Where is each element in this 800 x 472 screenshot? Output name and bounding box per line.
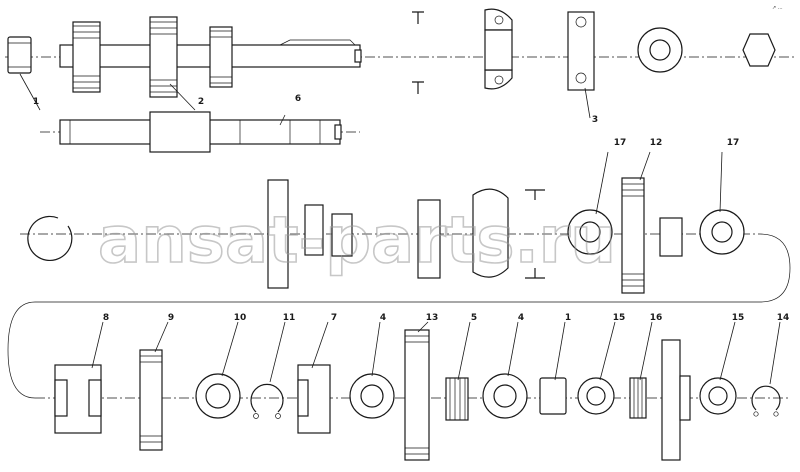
callout-9: 9: [168, 313, 174, 323]
callout-7: 7: [331, 313, 337, 323]
part-6-shaft: [59, 111, 342, 153]
callout-15-right: 15: [732, 313, 745, 323]
callout-8: 8: [103, 313, 109, 323]
part-10-washer: [195, 373, 241, 419]
corner-mark: ↗ ...: [772, 5, 783, 11]
callout-12: 12: [650, 138, 663, 148]
part-13-gear: [404, 329, 430, 461]
callout-4-left: 4: [380, 313, 386, 323]
callout-3: 3: [592, 115, 598, 125]
snap-ring-middle-left: [27, 215, 73, 261]
callout-numbers: 1 2 3 6 17 12 17 8 9 10 11 7 4 13 5 4 1 …: [33, 94, 789, 323]
callout-6: 6: [295, 94, 301, 104]
callout-11: 11: [283, 313, 296, 323]
middle-components: [267, 179, 545, 289]
bottom-gear-right: [661, 339, 691, 461]
callout-14: 14: [777, 313, 790, 323]
part-17-washer-right: [699, 209, 745, 255]
part-4-washer-right: [482, 373, 528, 419]
callout-17-left: 17: [614, 138, 627, 148]
part-15-washer-right: [699, 377, 737, 415]
part-15-washer-left: [577, 377, 615, 415]
callout-1-bottom: 1: [565, 313, 571, 323]
connector-arc-left: [7, 301, 36, 399]
washer-top-right: [637, 27, 683, 73]
part-14-snap-ring: [751, 385, 781, 417]
part-7-coupling: [297, 364, 331, 434]
callout-13: 13: [426, 313, 439, 323]
callout-16: 16: [650, 313, 663, 323]
part-2-gear-shaft: [59, 16, 362, 98]
part-3-bearing-assembly: [412, 8, 595, 94]
connector-arc-right: [35, 233, 791, 303]
part-1-bushing-top: [7, 36, 32, 74]
callout-4-right: 4: [518, 313, 524, 323]
part-16-needle-bearing: [629, 377, 647, 419]
callout-17-right: 17: [727, 138, 740, 148]
leader-lines: [19, 73, 781, 385]
part-4-washer-left: [349, 373, 395, 419]
part-5-needle-bearing: [445, 377, 469, 421]
part-9-gear: [139, 349, 163, 451]
watermark-text: ansat-parts.ru: [98, 204, 616, 278]
part-11-snap-ring: [250, 383, 284, 419]
callout-1-top: 1: [33, 97, 39, 107]
part-8-coupling: [54, 364, 102, 434]
part-12-gear: [621, 177, 683, 294]
callout-10: 10: [234, 313, 247, 323]
callout-5: 5: [471, 313, 477, 323]
part-1-bushing-bottom: [539, 377, 567, 415]
callout-2: 2: [198, 97, 204, 107]
callout-15-left: 15: [613, 313, 626, 323]
part-17-washer-left: [567, 209, 613, 255]
nut-top-right: [742, 33, 776, 67]
